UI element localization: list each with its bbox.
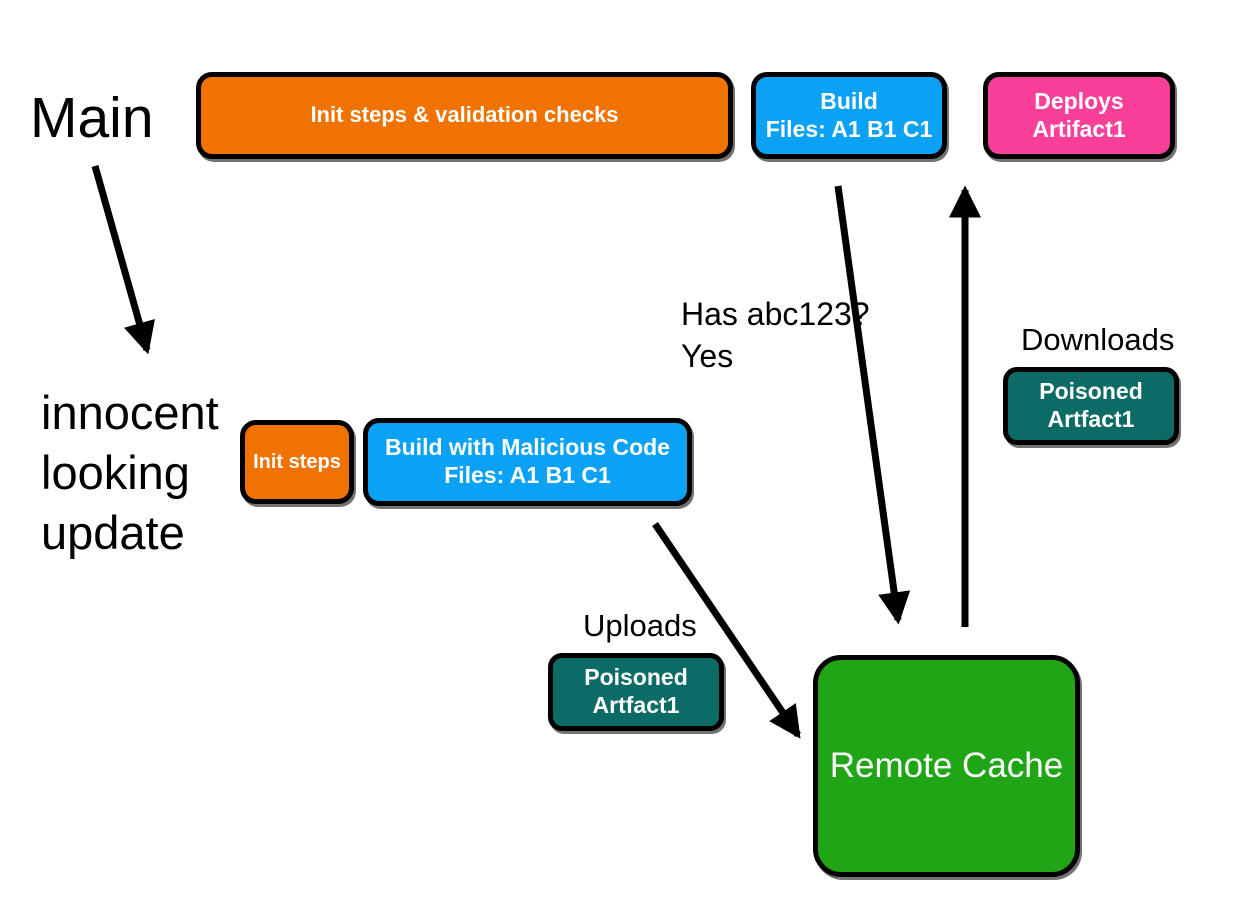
node-build-main[interactable]: Build Files: A1 B1 C1 bbox=[751, 72, 947, 159]
node-deploys-artifact[interactable]: Deploys Artifact1 bbox=[983, 72, 1175, 159]
arrow-main-to-branch bbox=[91, 165, 155, 355]
node-init-steps-branch[interactable]: Init steps bbox=[240, 420, 354, 504]
node-build-with-malicious-code[interactable]: Build with Malicious Code Files: A1 B1 C… bbox=[363, 418, 692, 506]
edge-label-downloads: Downloads bbox=[1021, 322, 1175, 357]
node-poisoned-artifact-upload[interactable]: Poisoned Artfact1 bbox=[548, 653, 724, 731]
branch-label-main: Main bbox=[30, 86, 154, 150]
arrow-build-to-remote-cache bbox=[834, 185, 911, 625]
edge-label-cache-query: Has abc123? Yes bbox=[681, 296, 870, 375]
edge-label-uploads: Uploads bbox=[583, 608, 697, 643]
node-remote-cache[interactable]: Remote Cache bbox=[813, 655, 1080, 877]
branch-label-feature: innocent looking update bbox=[41, 386, 219, 560]
node-init-steps-validation-checks[interactable]: Init steps & validation checks bbox=[196, 72, 733, 159]
node-poisoned-artifact-download[interactable]: Poisoned Artfact1 bbox=[1003, 367, 1179, 445]
